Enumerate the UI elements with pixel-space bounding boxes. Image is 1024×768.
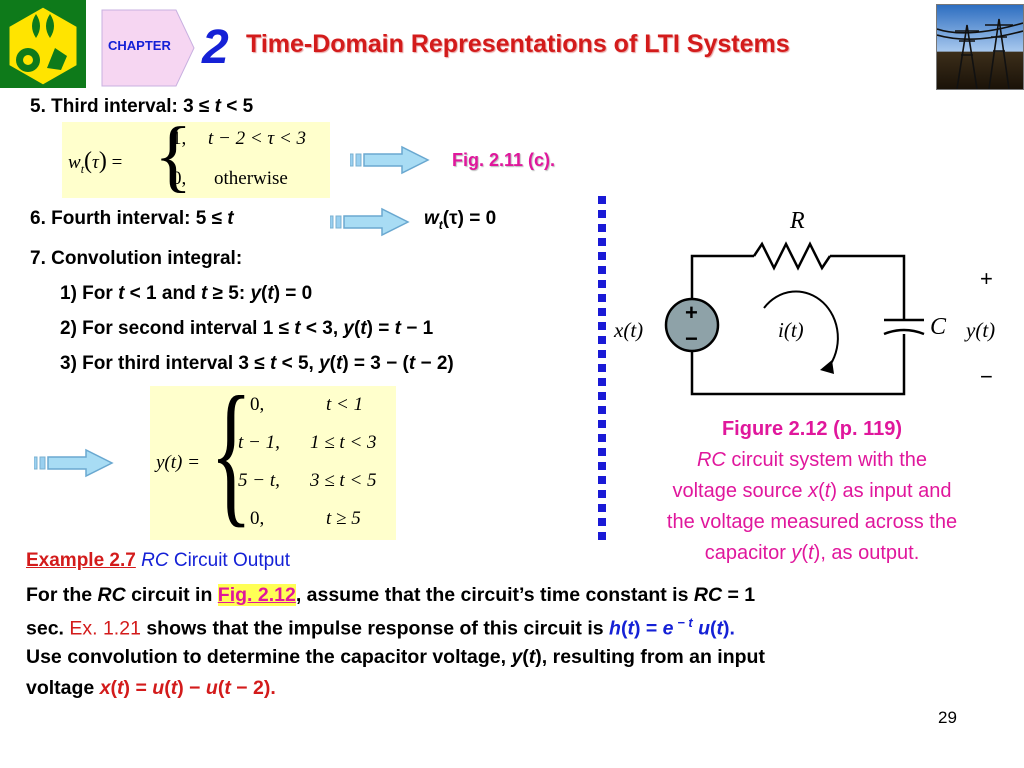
source-label: x(t): [614, 318, 644, 342]
chapter-number: 2: [202, 21, 229, 74]
ex-1-21-ref: Ex. 1.21: [69, 617, 141, 640]
fig-2-12-link[interactable]: Fig. 2.12: [217, 584, 296, 606]
arrow-right-icon: [34, 448, 114, 478]
figure-caption: Figure 2.12 (p. 119) RC circuit system w…: [612, 414, 1012, 569]
current-loop-arrow: [763, 290, 839, 369]
left-brace: {: [210, 363, 253, 541]
example-paragraph-line-2: sec. Ex. 1.21 shows that the impulse res…: [26, 615, 735, 640]
current-label: i(t): [778, 318, 804, 342]
source-minus-sign: −: [685, 326, 698, 351]
y-case-cond-1: t < 1: [326, 394, 364, 415]
power-tower-icon: [937, 18, 1023, 89]
interval-6-heading: 6. Fourth interval: 5 ≤ t: [30, 208, 234, 229]
chapter-arrow-shape: [101, 9, 195, 87]
capacitor-plate-bottom: [883, 328, 925, 336]
case-1-line: 1) For t < 1 and t ≥ 5: y(t) = 0: [60, 283, 313, 304]
w-case-cond-2: otherwise: [214, 168, 288, 189]
w-equation-lhs: wt(τ) =: [68, 148, 123, 176]
y-case-value-3: 5 − t,: [238, 470, 280, 491]
example-paragraph-line-4: voltage x(t) = u(t) − u(t − 2).: [26, 677, 276, 699]
left-brace: {: [154, 112, 193, 200]
rc-circuit-diagram: [664, 241, 925, 396]
figure-caption-line-4: capacitor y(t), as output.: [704, 542, 920, 564]
university-logo: [0, 0, 86, 88]
figure-caption-line-1: RC circuit system with the: [696, 449, 928, 471]
page-number: 29: [938, 708, 957, 727]
example-paragraph-line-3: Use convolution to determine the capacit…: [26, 646, 765, 668]
example-paragraph-line-1: For the RC circuit in Fig. 2.12, assume …: [26, 584, 756, 606]
y-case-cond-3: 3 ≤ t < 5: [310, 470, 377, 491]
capacitor-label: C: [930, 314, 947, 340]
output-label: y(t): [966, 318, 996, 342]
chapter-label: CHAPTER: [108, 38, 171, 53]
example-label: Example 2.7: [26, 550, 136, 571]
logo-emblem-icon: [6, 4, 80, 88]
w-zero-result: wt(τ) = 0: [424, 208, 497, 232]
voltage-source-icon: [664, 297, 720, 353]
figure-caption-title: Figure 2.12 (p. 119): [721, 418, 903, 440]
output-plus-sign: +: [980, 266, 993, 291]
y-equation-lhs: y(t) =: [156, 452, 200, 473]
y-case-value-1: 0,: [250, 394, 265, 415]
y-case-cond-4: t ≥ 5: [326, 508, 361, 529]
case-3-line: 3) For third interval 3 ≤ t < 5, y(t) = …: [60, 353, 454, 374]
y-case-cond-2: 1 ≤ t < 3: [310, 432, 377, 453]
y-equation-box: y(t) = { 0, t < 1 t − 1, 1 ≤ t < 3 5 − t…: [150, 372, 396, 540]
w-case-cond-1: t − 2 < τ < 3: [208, 128, 307, 149]
resistor-symbol: [752, 241, 832, 271]
example-heading: Example 2.7 RC Circuit Output: [26, 550, 291, 571]
resistor-label: R: [790, 208, 805, 234]
case-2-line: 2) For second interval 1 ≤ t < 3, y(t) =…: [60, 318, 434, 339]
w-case-value-1: 1,: [172, 128, 187, 149]
slide-title: Time-Domain Representations of LTI Syste…: [246, 30, 790, 58]
w-case-value-2: 0,: [172, 168, 187, 189]
chapter-badge: CHAPTER: [100, 8, 196, 88]
current-arrowhead-icon: [820, 360, 834, 374]
output-minus-sign: −: [980, 364, 993, 389]
y-case-value-2: t − 1,: [238, 432, 280, 453]
fig-2-11c-ref: Fig. 2.11 (c).: [452, 150, 556, 170]
convolution-heading: 7. Convolution integral:: [30, 248, 243, 269]
figure-caption-line-3: the voltage measured across the: [666, 511, 958, 533]
source-plus-sign: +: [685, 300, 698, 325]
w-equation-box: wt(τ) = { 1, t − 2 < τ < 3 0, otherwise: [62, 116, 330, 198]
vertical-divider: [598, 196, 606, 546]
figure-caption-line-2: voltage source x(t) as input and: [672, 480, 952, 502]
interval-5-heading: 5. Third interval: 3 ≤ t < 5: [30, 96, 254, 117]
power-tower-photo: [936, 4, 1024, 90]
arrow-right-icon: [350, 145, 430, 175]
arrow-right-icon: [330, 207, 410, 237]
y-case-value-4: 0,: [250, 508, 265, 529]
